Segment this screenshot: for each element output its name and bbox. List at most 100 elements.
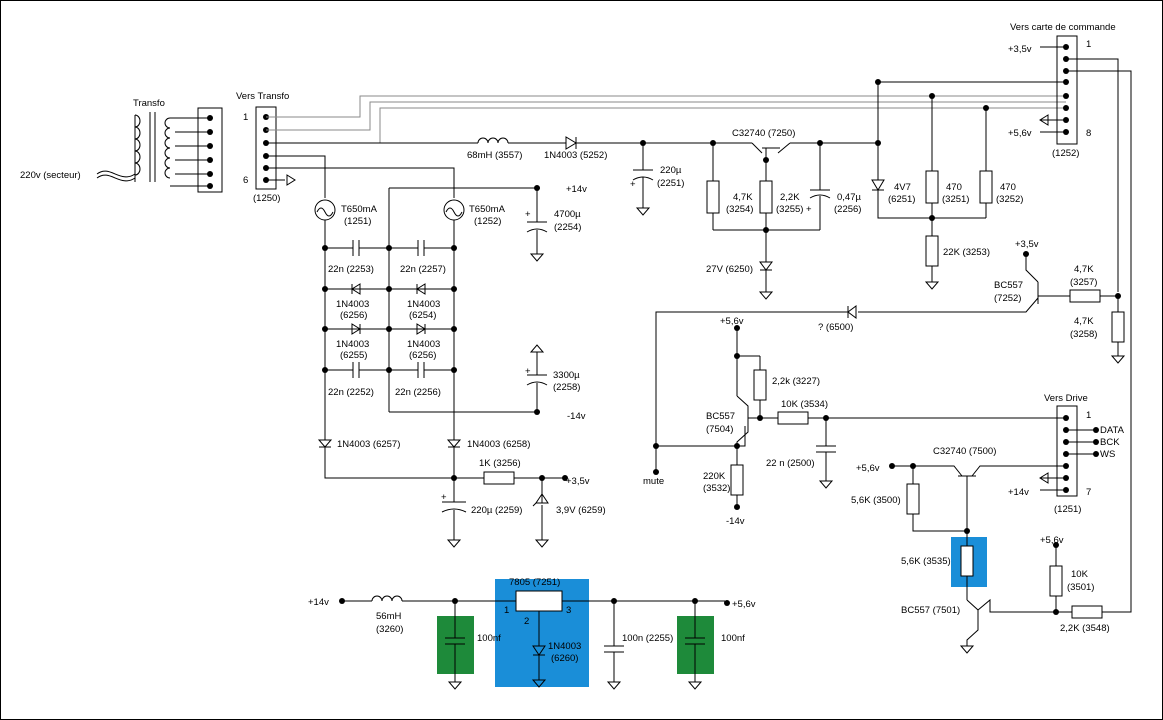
label-c2251b: (2251)	[657, 178, 684, 189]
label-r3257a: 4,7K	[1074, 264, 1094, 275]
label-bc7504b: (7504)	[706, 424, 733, 435]
label-d6256d: (6256)	[409, 350, 436, 361]
label-bc7252b: (7252)	[994, 293, 1021, 304]
label-r3253: 22K (3253)	[943, 247, 990, 258]
capacitor-2251: +	[630, 140, 654, 216]
label-c2259: 220µ (2259)	[471, 505, 522, 516]
label-vers-transfo: Vers Transfo	[236, 91, 289, 102]
label-d6255a: 1N4003	[336, 339, 369, 350]
label-r3532a: 220K	[703, 471, 726, 482]
label-d6256a: 1N4003	[336, 299, 369, 310]
label-d6254a: 1N4003	[407, 299, 440, 310]
label-t7500: C32740 (7500)	[933, 446, 996, 457]
transformer	[96, 107, 223, 193]
label-r3251a: 470	[946, 182, 962, 193]
bus-wire-2	[266, 101, 1066, 131]
label-c2254a: 4700µ	[554, 209, 581, 220]
label-r3254b: (3254)	[726, 204, 753, 215]
label-c2255: 100n (2255)	[622, 633, 673, 644]
label-m14b: -14v	[726, 516, 745, 527]
label-f1251a: T650mA	[341, 204, 378, 215]
rectifier-bridge: +	[314, 185, 568, 548]
label-drv14: +14v	[1008, 487, 1029, 498]
wire-pin4-fuse1	[266, 155, 326, 198]
label-c100a: 100nf	[477, 633, 501, 644]
bus-wire-3	[266, 107, 1066, 144]
label-r3258a: 4,7K	[1074, 316, 1094, 327]
label-cmd-1: 1	[1086, 39, 1091, 50]
label-r3251b: (3251)	[942, 194, 969, 205]
label-r3532b: (3532)	[703, 483, 730, 494]
inductor-3557	[477, 137, 509, 144]
label-r3257b: (3257)	[1070, 277, 1097, 288]
svg-text:+: +	[525, 209, 531, 220]
svg-text:+: +	[630, 179, 636, 190]
label-c2256b: (2256)	[834, 204, 861, 215]
label-drv7: 7	[1086, 487, 1091, 498]
label-d6256c: 1N4003	[407, 339, 440, 350]
label-z6259: 3,9V (6259)	[556, 505, 606, 516]
label-r3500: 5,6K (3500)	[851, 495, 901, 506]
label-reg1: 1	[504, 605, 509, 616]
label-drv1: 1	[1086, 410, 1091, 421]
label-d6258: 1N4003 (6258)	[467, 439, 530, 450]
label-r3255a: 2,2K	[780, 192, 800, 203]
label-r3227: 2,2k (3227)	[772, 376, 820, 387]
label-cmd-p33: +3,5v	[1008, 44, 1032, 55]
label-z6250: 27V (6250)	[706, 264, 753, 275]
label-d6500: ? (6500)	[818, 322, 853, 333]
label-r3252a: 470	[1000, 182, 1016, 193]
label-r3256: 1K (3256)	[479, 458, 521, 469]
label-d6260b: (6260)	[551, 653, 578, 664]
label-d6257: 1N4003 (6257)	[337, 439, 400, 450]
diode-5252	[565, 136, 577, 150]
label-vers-drive: Vers Drive	[1044, 393, 1088, 404]
label-c2254b: (2254)	[554, 222, 581, 233]
label-cmd-56: +5,6v	[1008, 128, 1032, 139]
label-c2253: 22n (2253)	[328, 264, 374, 275]
wire-pin5-fuse2	[266, 167, 455, 198]
label-cmd-conn: (1252)	[1052, 148, 1079, 159]
label-conn1250: (1250)	[253, 193, 280, 204]
label-r3258b: (3258)	[1070, 329, 1097, 340]
label-p56b: +5,6v	[856, 463, 880, 474]
label-r3254a: 4,7K	[733, 192, 753, 203]
label-bc7501: BC557 (7501)	[901, 605, 960, 616]
label-p56a: +5,6v	[720, 316, 744, 327]
label-r3-p35: +3,5v	[1015, 239, 1039, 250]
label-c2257: 22n (2257)	[400, 264, 446, 275]
label-bck: BCK	[1100, 437, 1120, 448]
label-m14v: -14v	[567, 411, 586, 422]
label-c2252: 22n (2252)	[328, 387, 374, 398]
zener-resistor-group	[871, 79, 1066, 290]
label-data: DATA	[1100, 425, 1125, 436]
svg-text:+: +	[806, 204, 812, 215]
label-f1251b: (1251)	[344, 216, 371, 227]
label-ws: WS	[1100, 449, 1115, 460]
connector-command	[1039, 35, 1132, 613]
label-f1252a: T650mA	[469, 204, 506, 215]
label-d6254b: (6254)	[409, 310, 436, 321]
label-d5252: 1N4003 (5252)	[544, 150, 607, 161]
filter-caps: + +	[525, 188, 548, 412]
label-c2500: 22 n (2500)	[766, 458, 815, 469]
label-r3501b: (3501)	[1067, 582, 1094, 593]
label-r3534: 10K (3534)	[781, 399, 828, 410]
bc557-7504	[730, 325, 1066, 510]
label-p35v: +3,5v	[566, 476, 590, 487]
label-p56c: +5,6v	[1040, 535, 1064, 546]
label-c2251a: 220µ	[660, 165, 682, 176]
label-f1252b: (1252)	[474, 216, 501, 227]
label-z6251b: (6251)	[888, 194, 915, 205]
label-r3255b: (3255)	[776, 204, 803, 215]
label-pin1: 1	[243, 112, 248, 123]
regulator-section	[339, 590, 730, 690]
label-r3535: 5,6K (3535)	[901, 556, 951, 567]
label-p14v: +14v	[566, 184, 587, 195]
label-c2258b: (2258)	[553, 382, 580, 393]
label-drvconn: (1251)	[1054, 504, 1081, 515]
label-l3260a: 56mH	[376, 611, 401, 622]
connector-transfo	[255, 106, 277, 190]
label-transfo: Transfo	[133, 98, 165, 109]
